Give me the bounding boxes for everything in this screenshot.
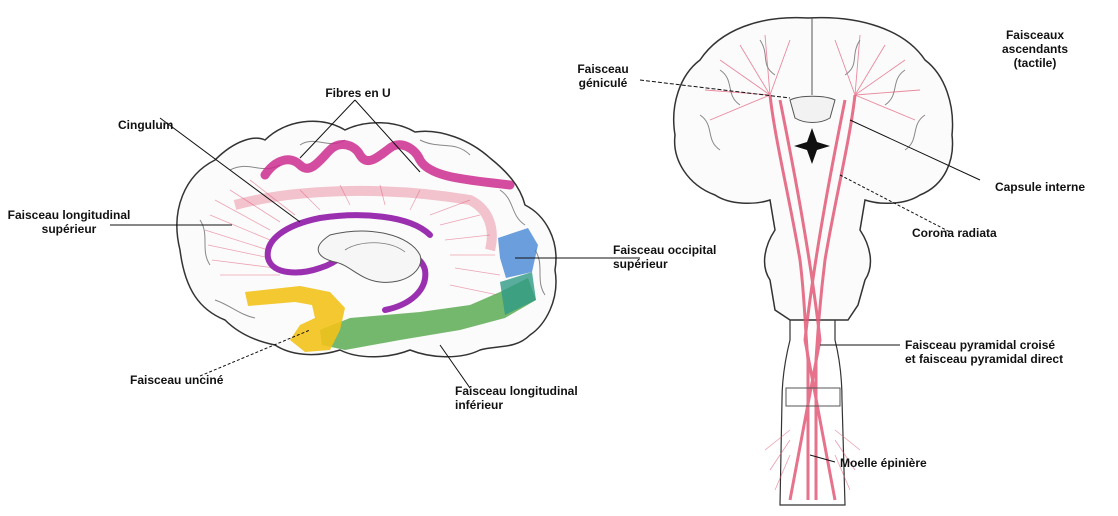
label-superior-longitudinal: Faisceau longitudinal supérieur <box>4 208 134 236</box>
spinal-cord-outline <box>780 320 845 505</box>
label-uncinate: Faisceau unciné <box>130 373 223 387</box>
sagittal-brain <box>110 100 640 388</box>
label-occipital-superior: Faisceau occipital supérieur <box>613 243 716 271</box>
label-longitudinal-inferior: Faisceau longitudinal inférieur <box>455 384 578 412</box>
label-ascending-tracts: Faisceaux ascendants (tactile) <box>975 28 1095 70</box>
label-cingulum: Cingulum <box>118 118 173 132</box>
label-corona-radiata: Corona radiata <box>912 226 997 240</box>
label-genu: Faisceau géniculé <box>558 62 648 90</box>
label-pyramidal-tracts: Faisceau pyramidal croisé et faisceau py… <box>905 338 1063 366</box>
label-internal-capsule: Capsule interne <box>960 180 1085 194</box>
label-u-fibers: Fibres en U <box>318 86 398 100</box>
label-spinal-cord: Moelle épinière <box>840 456 927 470</box>
